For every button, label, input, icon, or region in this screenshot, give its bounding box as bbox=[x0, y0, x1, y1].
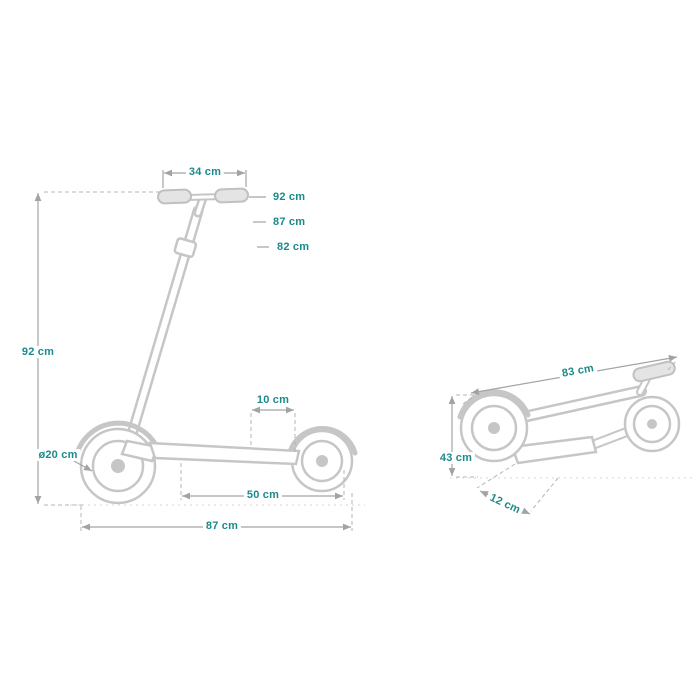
dim-label-handlebar-height-low: 82 cm bbox=[277, 241, 310, 253]
dim-label-handlebar-height-mid: 87 cm bbox=[273, 216, 306, 228]
dim-label-folded-height: 43 cm bbox=[436, 452, 476, 464]
deck bbox=[148, 441, 301, 466]
dim-label-total-length: 87 cm bbox=[202, 520, 242, 532]
right-grip bbox=[214, 187, 250, 204]
stem-clamp bbox=[173, 237, 198, 258]
left-grip bbox=[157, 188, 193, 205]
dim-label-deck-height: 10 cm bbox=[256, 394, 290, 406]
dim-label-handlebar-height-high: 92 cm bbox=[273, 191, 306, 203]
front-fender bbox=[73, 420, 163, 461]
folded-deck bbox=[510, 435, 598, 465]
dim-label-handlebar-width: 34 cm bbox=[185, 166, 225, 178]
dim-label-wheel-diameter: ø20 cm bbox=[35, 449, 81, 461]
dim-label-total-height: 92 cm bbox=[18, 346, 58, 358]
main-scooter-drawing bbox=[73, 187, 358, 505]
dim-label-deck-length: 50 cm bbox=[243, 489, 283, 501]
